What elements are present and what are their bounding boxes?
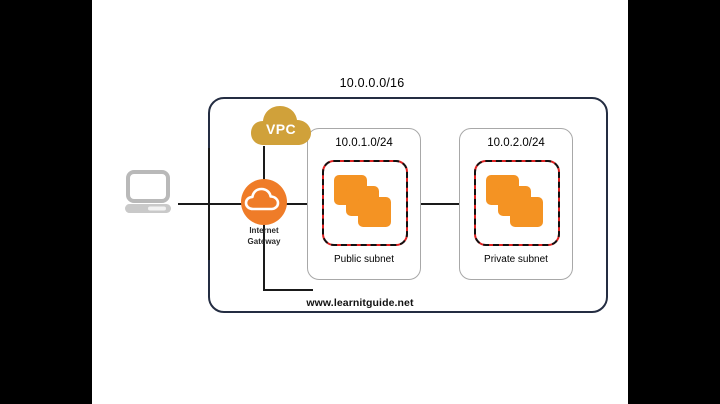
wire-laptop-to-gateway bbox=[178, 203, 278, 205]
subnet-private-label: Private subnet bbox=[484, 254, 548, 265]
cloud-shape bbox=[251, 106, 311, 145]
wire-vpc-left-edge bbox=[208, 148, 210, 260]
wire-vpc-to-gateway bbox=[263, 146, 265, 182]
subnet-public-cidr: 10.0.1.0/24 bbox=[335, 137, 393, 149]
subnet-public-label: Public subnet bbox=[333, 254, 395, 265]
internet-gateway-label: Internet Gateway bbox=[224, 226, 304, 248]
security-group-private-dashed bbox=[474, 160, 560, 246]
security-group-public-dashed bbox=[322, 160, 408, 246]
instance-stack-public[interactable] bbox=[334, 175, 396, 231]
white-background: 10.0.0.0/16 10.0.1.0/24 bbox=[92, 0, 628, 404]
vpc-cloud-icon[interactable]: VPC bbox=[250, 104, 312, 150]
gateway-label-line1: Internet bbox=[249, 226, 279, 235]
wire-gateway-to-bottom bbox=[263, 222, 265, 290]
gateway-circle bbox=[241, 179, 287, 225]
letterbox-right bbox=[628, 0, 720, 404]
instance-card bbox=[510, 197, 543, 227]
site-watermark: www.learnitguide.net bbox=[306, 297, 414, 309]
laptop-icon[interactable] bbox=[122, 170, 178, 216]
wire-public-to-private bbox=[417, 203, 462, 205]
internet-gateway-icon[interactable] bbox=[240, 178, 288, 226]
subnet-public[interactable]: 10.0.1.0/24 Public subnet bbox=[307, 128, 421, 280]
vpc-cidr-text: 10.0.0.0/16 bbox=[339, 76, 405, 90]
wire-gateway-to-public bbox=[282, 203, 310, 205]
letterbox-left bbox=[0, 0, 92, 404]
subnet-private-cidr: 10.0.2.0/24 bbox=[487, 137, 545, 149]
subnet-private[interactable]: 10.0.2.0/24 Private subnet bbox=[459, 128, 573, 280]
wire-bottom-rail bbox=[263, 289, 313, 291]
vpc-cidr-label: 10.0.0.0/16 bbox=[92, 76, 628, 90]
instance-stack-private[interactable] bbox=[486, 175, 548, 231]
laptop-shape bbox=[125, 170, 171, 213]
gateway-label-line2: Gateway bbox=[247, 236, 281, 246]
security-group-public bbox=[322, 160, 408, 246]
security-group-private bbox=[474, 160, 560, 246]
instance-card bbox=[358, 197, 391, 227]
